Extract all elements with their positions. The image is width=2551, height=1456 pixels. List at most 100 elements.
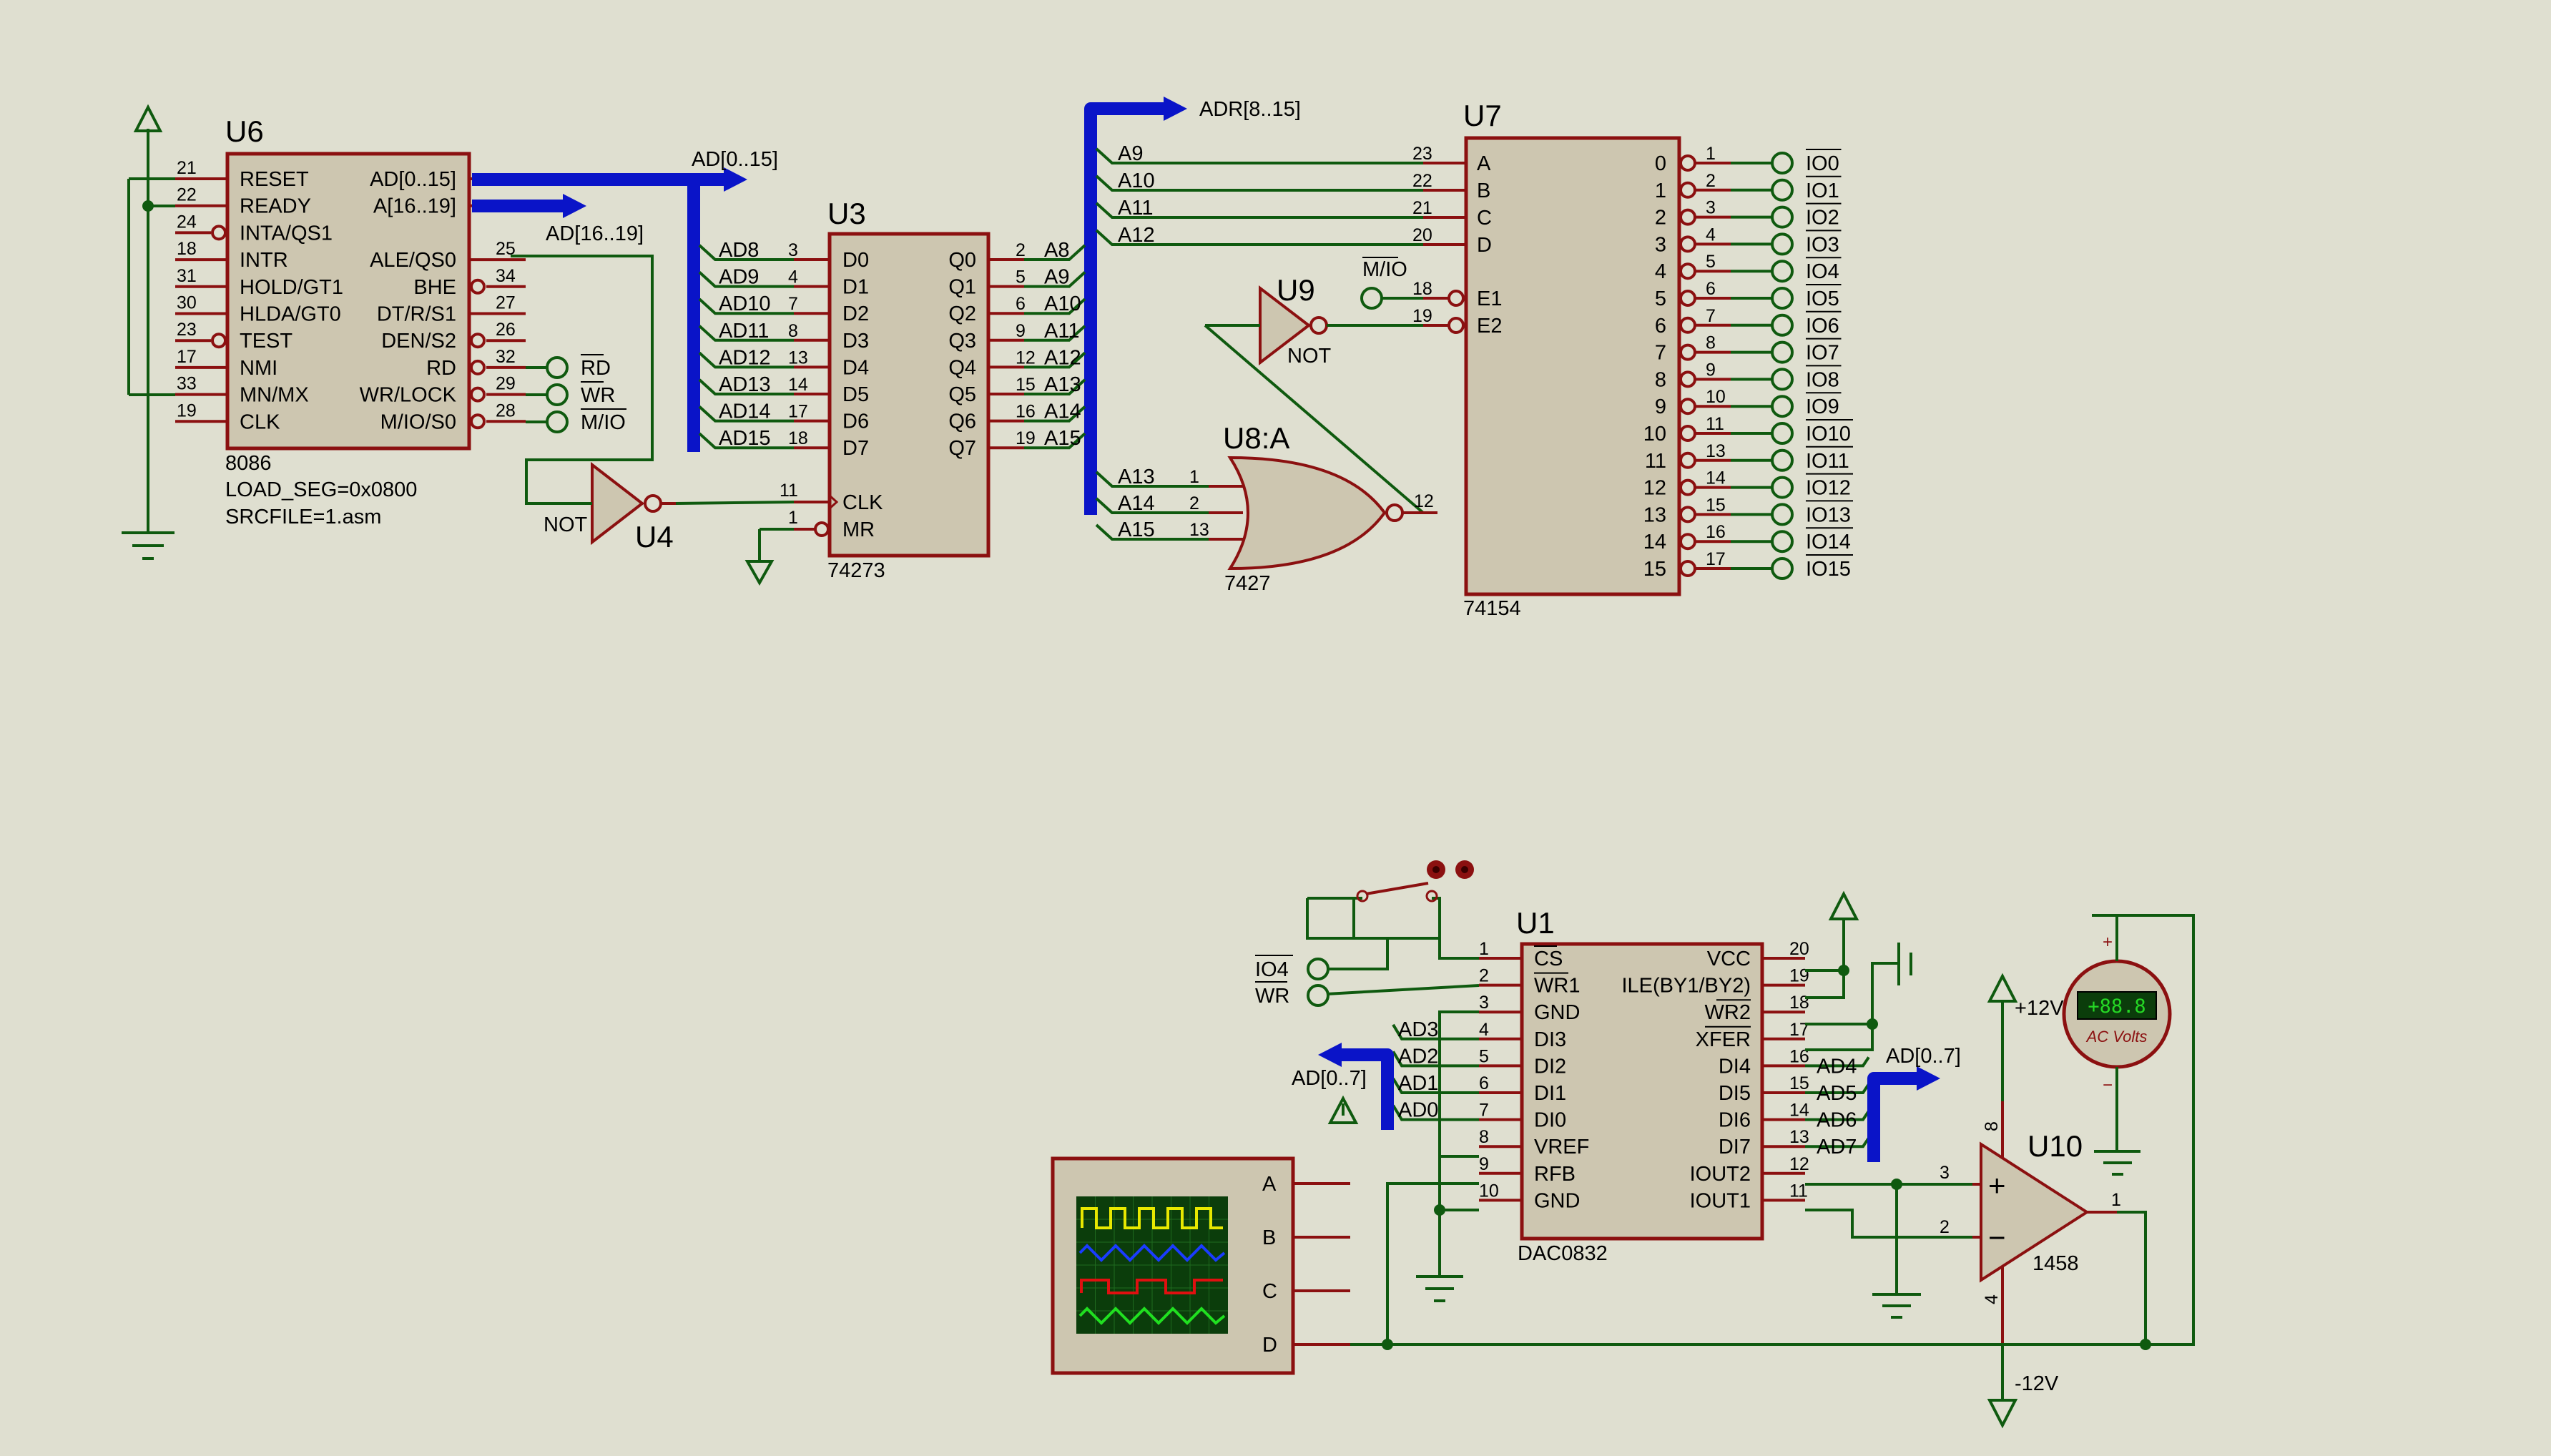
terminal-IO3[interactable]: IO3 bbox=[1731, 230, 1842, 256]
u6-body[interactable] bbox=[225, 152, 471, 451]
terminal-label-wr: WR bbox=[581, 384, 615, 407]
terminal-IO10[interactable]: IO10 bbox=[1731, 419, 1853, 446]
svg-text:6: 6 bbox=[1655, 315, 1666, 338]
u10-opamp[interactable]: U10 1458 + − 3 2 1 8 4 bbox=[1940, 1101, 2121, 1344]
svg-text:C: C bbox=[1262, 1280, 1277, 1303]
scope-trace-d bbox=[1078, 1307, 1226, 1325]
terminal-IO6[interactable]: IO6 bbox=[1731, 310, 1842, 338]
u10-pin2: 2 bbox=[1940, 1217, 1950, 1237]
terminal-IO13[interactable]: IO13 bbox=[1731, 500, 1853, 526]
mr-ground-wiring bbox=[744, 528, 794, 586]
terminal-IO12[interactable]: IO12 bbox=[1731, 473, 1853, 500]
terminal-IO7[interactable]: IO7 bbox=[1731, 338, 1842, 365]
u3-body[interactable] bbox=[827, 232, 991, 558]
u6-8086[interactable]: U6 8086 LOAD_SEG=0x0800 SRCFILE=1.asm 21… bbox=[175, 114, 626, 528]
scope-channel-C[interactable]: C bbox=[1262, 1280, 1350, 1303]
terminal-rd[interactable]: RD bbox=[526, 354, 611, 380]
terminal-IO15[interactable]: IO15 bbox=[1731, 554, 1853, 581]
u3-out-A13: A13 bbox=[1024, 373, 1086, 396]
oscilloscope[interactable]: A B C D bbox=[1051, 1156, 1350, 1375]
ground-icon bbox=[744, 560, 775, 586]
terminal-label-rd: RD bbox=[581, 357, 611, 380]
svg-text:17: 17 bbox=[788, 402, 808, 422]
svg-text:IO0: IO0 bbox=[1806, 152, 1839, 175]
svg-text:A: A bbox=[1477, 152, 1491, 175]
u1-body[interactable] bbox=[1520, 942, 1764, 1241]
u9-not-gate[interactable]: U9 NOT bbox=[1259, 273, 1332, 368]
svg-text:IO2: IO2 bbox=[1806, 207, 1839, 230]
terminal-IO0[interactable]: IO0 bbox=[1731, 149, 1842, 175]
terminal-wr[interactable]: WR bbox=[526, 381, 615, 407]
svg-text:D1: D1 bbox=[842, 276, 869, 299]
wr-terminal[interactable]: WR bbox=[1255, 981, 1329, 1008]
scope-channel-D[interactable]: D bbox=[1262, 1334, 1350, 1357]
power-arrow-icon bbox=[1987, 1399, 2018, 1429]
terminal-IO9[interactable]: IO9 bbox=[1731, 392, 1842, 418]
svg-text:D: D bbox=[1262, 1334, 1277, 1357]
u3-tap-AD15: AD15 bbox=[698, 427, 794, 450]
svg-text:DEN/S2: DEN/S2 bbox=[381, 330, 456, 353]
svg-text:3: 3 bbox=[788, 240, 798, 260]
svg-text:DI7: DI7 bbox=[1719, 1136, 1751, 1159]
terminal-IO5[interactable]: IO5 bbox=[1731, 284, 1842, 310]
terminal-IO1[interactable]: IO1 bbox=[1731, 175, 1842, 202]
u3-pin-Q1: 5Q1 bbox=[948, 267, 1026, 299]
scope-channel-A[interactable]: A bbox=[1262, 1173, 1350, 1196]
io4-terminal[interactable]: IO4 bbox=[1255, 955, 1329, 981]
svg-text:5: 5 bbox=[1706, 252, 1716, 272]
u6-prop-load-seg: LOAD_SEG=0x0800 bbox=[225, 478, 417, 501]
dac-switch[interactable] bbox=[1356, 860, 1474, 902]
svg-text:A14: A14 bbox=[1044, 400, 1081, 423]
terminal-mio[interactable]: M/IO bbox=[526, 408, 626, 434]
svg-text:IO14: IO14 bbox=[1806, 531, 1851, 554]
u3-pin-Q2: 6Q2 bbox=[948, 294, 1026, 325]
svg-text:DI1: DI1 bbox=[1534, 1082, 1566, 1105]
scope-channel-B[interactable]: B bbox=[1262, 1226, 1350, 1249]
svg-text:8: 8 bbox=[1479, 1127, 1489, 1147]
u7-body[interactable] bbox=[1464, 136, 1681, 596]
svg-text:12: 12 bbox=[1789, 1154, 1809, 1174]
mio-terminal[interactable]: M/IO bbox=[1360, 257, 1423, 310]
svg-text:BHE: BHE bbox=[413, 276, 456, 299]
u4-not-gate[interactable]: U4 NOT bbox=[544, 461, 676, 554]
scope-trace-b bbox=[1078, 1244, 1226, 1262]
svg-text:DI5: DI5 bbox=[1719, 1082, 1751, 1105]
terminal-IO11[interactable]: IO11 bbox=[1731, 446, 1853, 473]
terminal-IO14[interactable]: IO14 bbox=[1731, 527, 1853, 554]
terminal-IO8[interactable]: IO8 bbox=[1731, 365, 1842, 391]
svg-text:Q1: Q1 bbox=[948, 276, 976, 299]
terminal-IO4[interactable]: IO4 bbox=[1731, 257, 1842, 283]
svg-text:7: 7 bbox=[1655, 342, 1666, 365]
svg-text:DI4: DI4 bbox=[1719, 1055, 1751, 1078]
svg-text:CS: CS bbox=[1534, 948, 1563, 970]
u3-out-A8: A8 bbox=[1024, 239, 1086, 262]
terminal-IO2[interactable]: IO2 bbox=[1731, 202, 1842, 230]
ac-voltmeter[interactable]: +88.8 AC Volts + − bbox=[2062, 914, 2172, 1101]
svg-text:14: 14 bbox=[788, 375, 808, 395]
u1-ref: U1 bbox=[1516, 906, 1555, 940]
svg-text:AD10: AD10 bbox=[719, 292, 771, 315]
svg-text:32: 32 bbox=[496, 347, 516, 367]
